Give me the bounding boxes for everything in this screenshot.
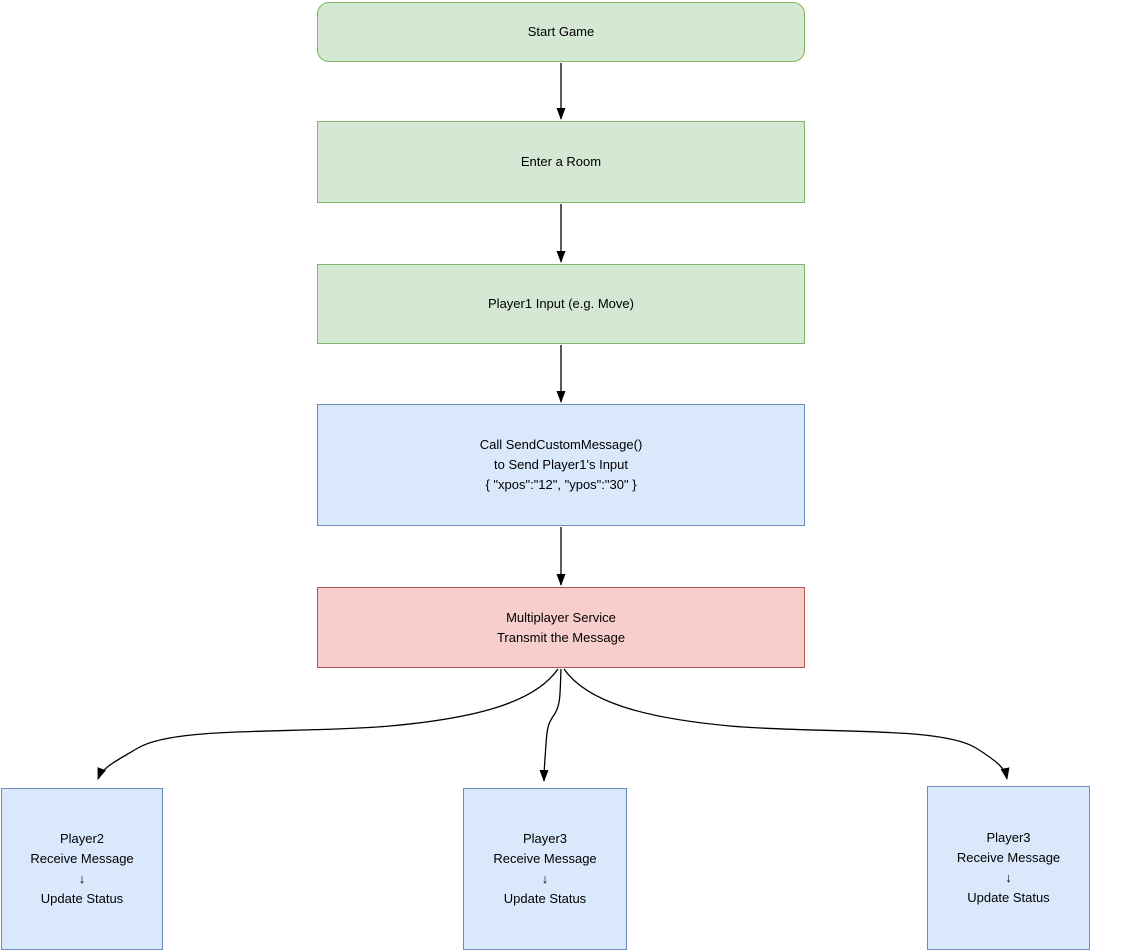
node-label: Enter a Room [520,154,602,169]
down-arrow-glyph: ↓ [1005,870,1012,885]
node-line: Player2 [59,831,105,846]
node-line: Call SendCustomMessage() [479,437,643,452]
node-line: Update Status [40,891,124,906]
node-line: to Send Player1's Input [493,457,628,472]
down-arrow-glyph: ↓ [541,871,549,886]
node-line: Player3 [986,830,1031,845]
node-start-game: Start Game [317,2,805,62]
node-line: Receive Message [493,851,597,866]
edge-multiplayer-to-player2 [97,668,559,780]
node-line: Update Status [967,890,1050,905]
node-line: Update Status [503,891,587,906]
node-line: Receive Message [956,850,1061,865]
node-line: Multiplayer Service [506,609,616,625]
down-arrow-glyph: ↓ [78,871,86,886]
node-line: Transmit the Message [496,629,626,645]
node-label: Player1 Input (e.g. Move) [488,296,634,311]
node-label: Start Game [527,24,595,39]
edge-multiplayer-to-player3-a [539,668,562,782]
node-line: Receive Message [30,851,134,866]
node-send-custom-message: Call SendCustomMessage() to Send Player1… [317,404,805,526]
node-player3-receive-b: Player3 Receive Message ↓ Update Status [927,786,1090,950]
node-line: { "xpos":"12", "ypos":"30" } [485,477,637,492]
node-multiplayer-service: Multiplayer Service Transmit the Message [317,587,805,668]
node-line: Player3 [522,831,568,846]
node-player1-input: Player1 Input (e.g. Move) [317,264,805,344]
node-player3-receive-a: Player3 Receive Message ↓ Update Status [463,788,627,950]
node-player2-receive: Player2 Receive Message ↓ Update Status [1,788,163,950]
node-enter-room: Enter a Room [317,121,805,203]
edge-multiplayer-to-player3-b [563,668,1010,780]
